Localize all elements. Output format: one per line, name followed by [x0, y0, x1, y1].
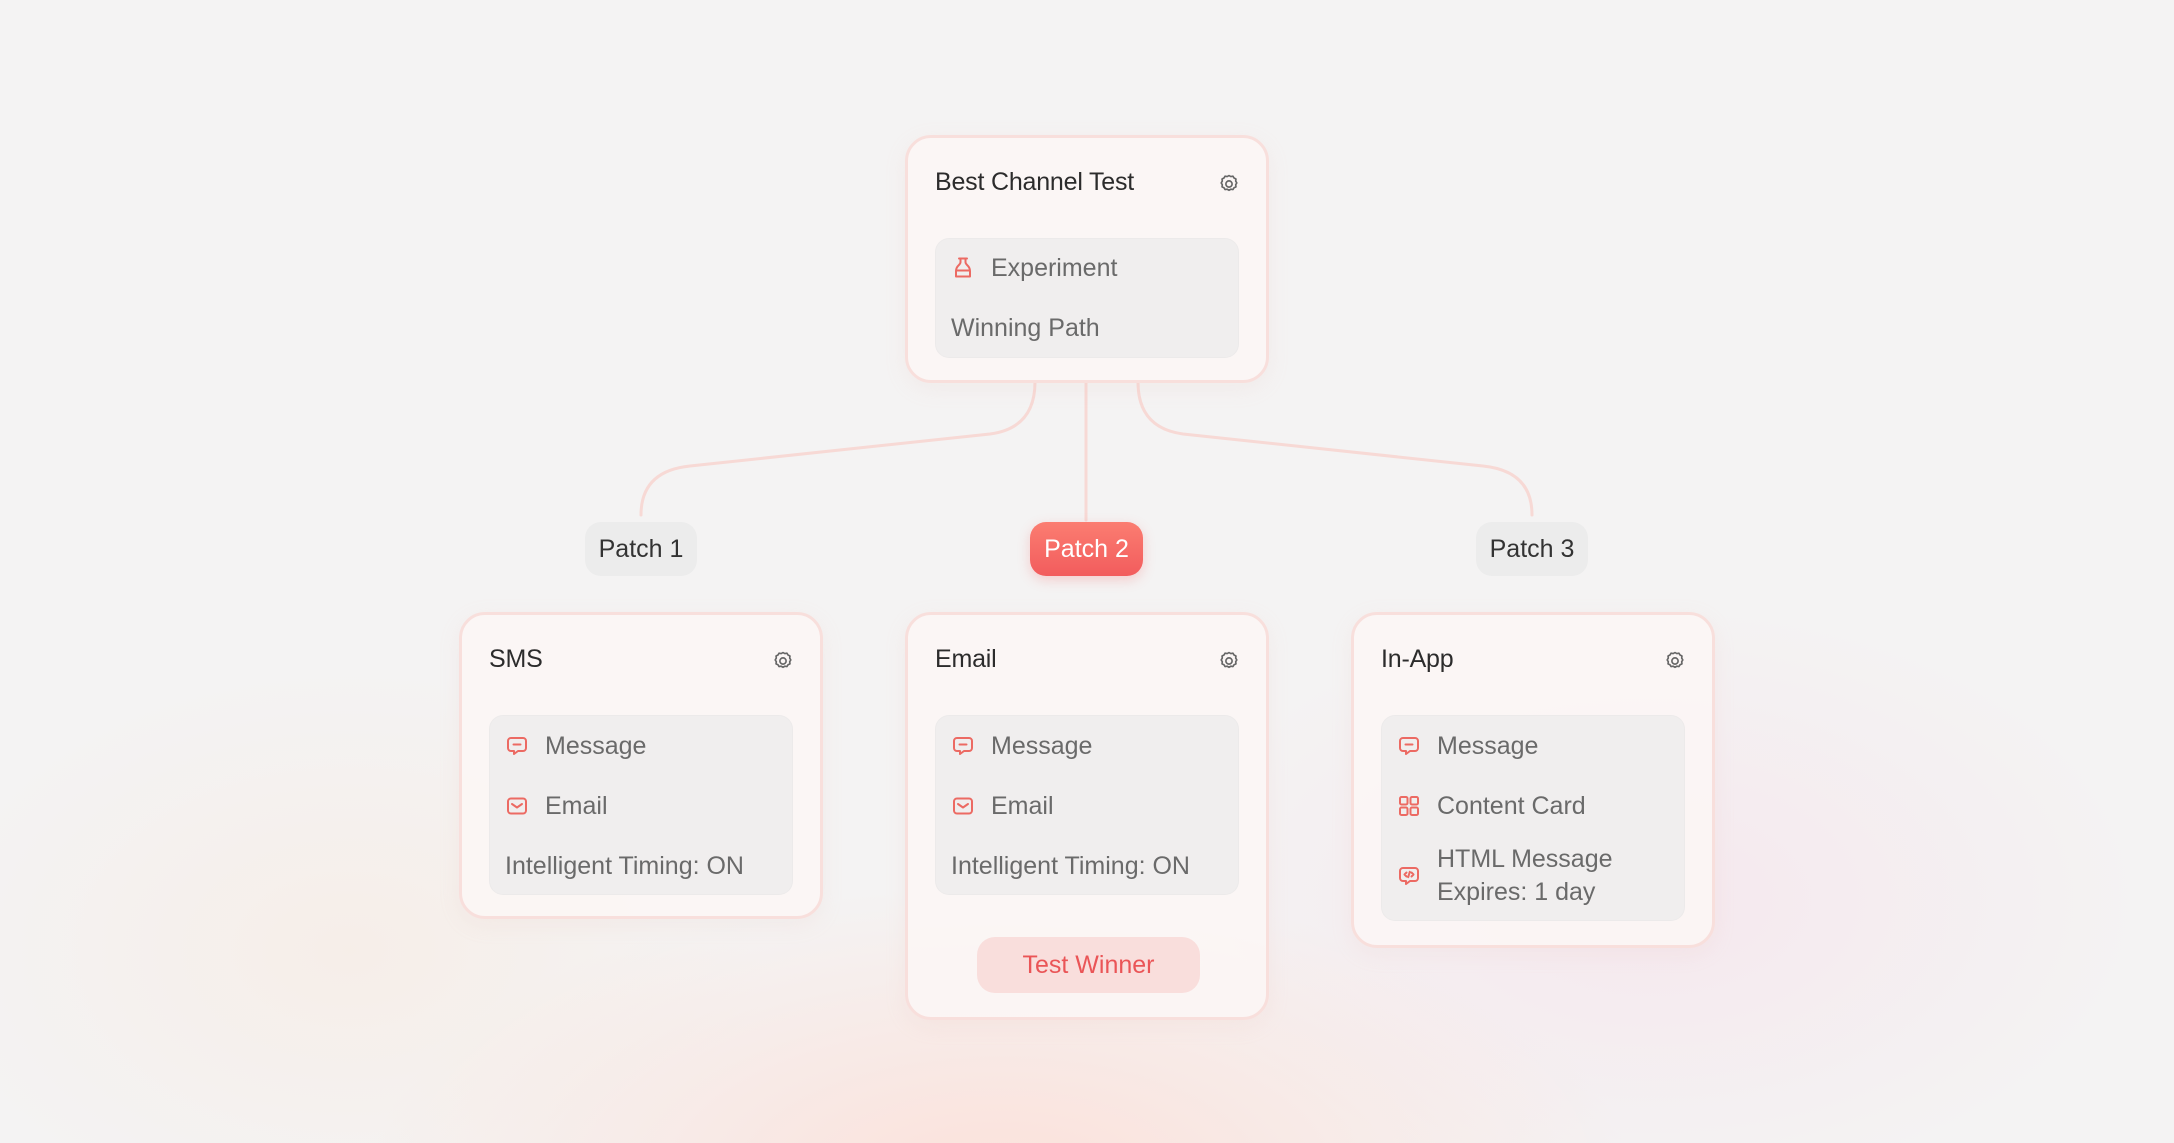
- experiment-root-card[interactable]: Best Channel Test Experiment Winning Pat…: [905, 135, 1269, 383]
- row-html-message: HTML Message Expires: 1 day: [1397, 842, 1675, 910]
- channel-details: Message Email Intelligent Timing: ON: [489, 715, 793, 895]
- row-message: Message: [951, 729, 1229, 763]
- message-icon: [953, 737, 973, 755]
- row-email: Email: [951, 789, 1229, 823]
- card-title: Best Channel Test: [935, 168, 1135, 196]
- email-icon: [507, 797, 527, 815]
- test-winner-badge: Test Winner: [977, 937, 1200, 993]
- row-label: Intelligent Timing: ON: [951, 851, 1190, 880]
- sms-card[interactable]: SMS Message Email: [459, 612, 823, 919]
- email-icon: [953, 797, 973, 815]
- row-label-stack: HTML Message Expires: 1 day: [1437, 843, 1613, 909]
- flask-icon: [955, 257, 971, 278]
- row-intelligent-timing: Intelligent Timing: ON: [505, 849, 783, 883]
- gear-icon[interactable]: [1664, 650, 1686, 672]
- patch-3-pill[interactable]: Patch 3: [1476, 522, 1588, 576]
- row-winning-path: Winning Path: [951, 311, 1229, 345]
- experiment-details: Experiment Winning Path: [935, 238, 1239, 358]
- gear-icon[interactable]: [772, 650, 794, 672]
- row-label: Message: [1437, 731, 1539, 760]
- email-card[interactable]: Email Message Email: [905, 612, 1269, 1020]
- row-intelligent-timing: Intelligent Timing: ON: [951, 849, 1229, 883]
- patch-1-pill[interactable]: Patch 1: [585, 522, 697, 576]
- row-label: Content Card: [1437, 791, 1586, 820]
- card-title: Email: [935, 645, 997, 673]
- row-email: Email: [505, 789, 783, 823]
- row-label: Email: [991, 791, 1054, 820]
- card-title: In-App: [1381, 645, 1454, 673]
- row-sublabel: Expires: 1 day: [1437, 878, 1596, 906]
- row-experiment: Experiment: [951, 251, 1229, 285]
- html-message-icon: [1399, 867, 1419, 885]
- row-label: Intelligent Timing: ON: [505, 851, 744, 880]
- row-message: Message: [1397, 729, 1675, 763]
- row-label: Message: [991, 731, 1093, 760]
- row-content-card: Content Card: [1397, 789, 1675, 823]
- row-label: HTML Message: [1437, 845, 1613, 873]
- gear-icon[interactable]: [1218, 173, 1240, 195]
- content-card-icon: [1399, 796, 1419, 816]
- channel-details: Message Content Card HTML Mes: [1381, 715, 1685, 921]
- row-label: Message: [545, 731, 647, 760]
- gear-icon[interactable]: [1218, 650, 1240, 672]
- in-app-card[interactable]: In-App Message: [1351, 612, 1715, 948]
- channel-details: Message Email Intelligent Timing: ON: [935, 715, 1239, 895]
- row-message: Message: [505, 729, 783, 763]
- connector-patch-1: [639, 380, 1037, 517]
- card-title: SMS: [489, 645, 543, 673]
- row-label: Winning Path: [951, 313, 1100, 342]
- row-label: Email: [545, 791, 608, 820]
- message-icon: [507, 737, 527, 755]
- message-icon: [1399, 737, 1419, 755]
- connector-patch-3: [1136, 380, 1534, 517]
- row-label: Experiment: [991, 253, 1118, 282]
- patch-2-pill[interactable]: Patch 2: [1030, 522, 1143, 576]
